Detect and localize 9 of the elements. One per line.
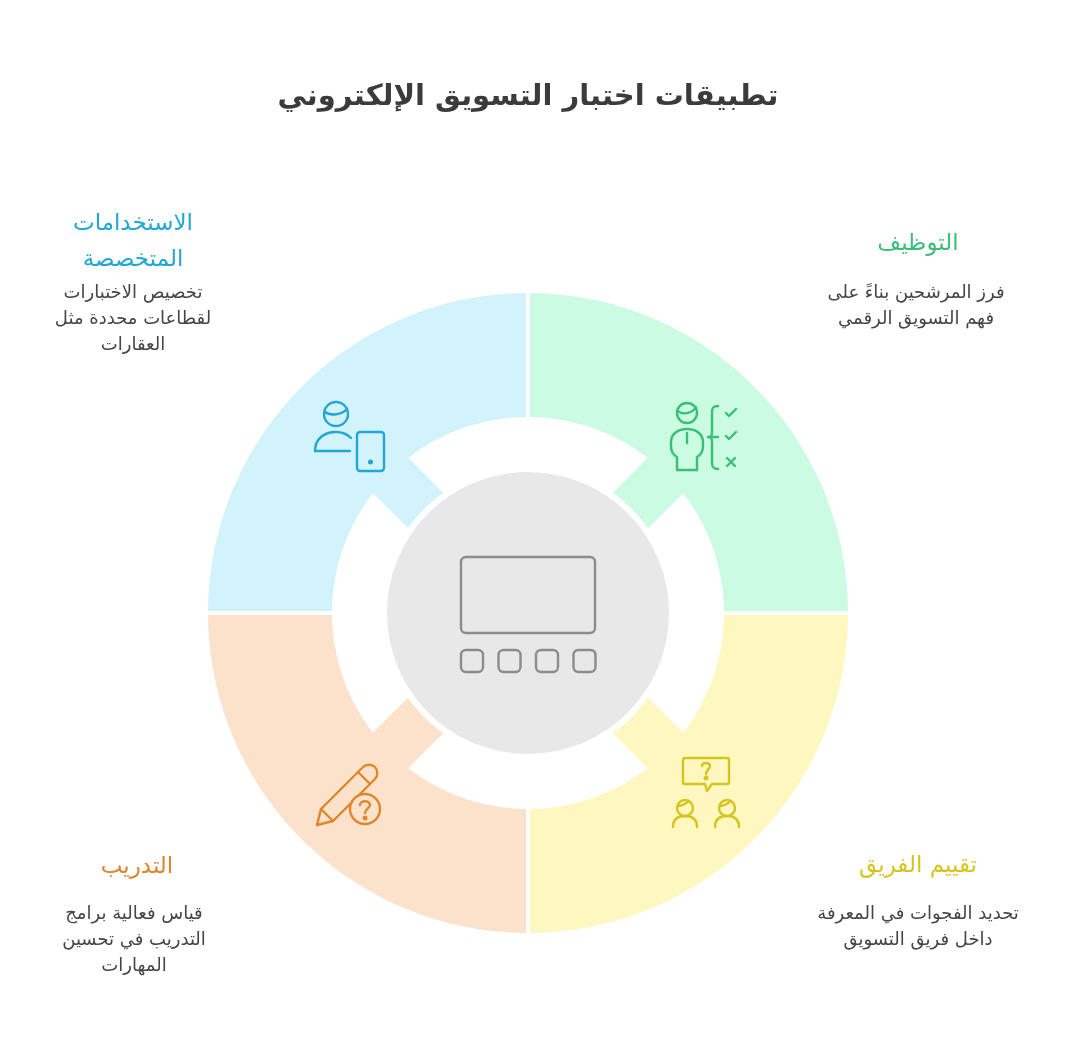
description-text: تحديد الفجوات في المعرفة داخل فريق التسويق bbox=[816, 901, 1020, 952]
section-heading: التوظيف bbox=[876, 228, 960, 258]
section-heading: التدريب bbox=[99, 851, 175, 881]
title: تطبيقات اختبار التسويق الإلكتروني bbox=[277, 77, 779, 114]
description-text: قياس فعالية برامج التدريب في تحسين المهارات bbox=[61, 901, 207, 978]
section-heading: الاستخدامات المتخصصة bbox=[72, 208, 194, 273]
description-text: فرز المرشحين بناءً على فهم التسويق الرقمي bbox=[826, 280, 1006, 331]
section-heading: تقييم الفريق bbox=[858, 850, 978, 880]
description-text: تخصيص الاختبارات لقطاعات محددة مثل العقارات bbox=[53, 280, 213, 356]
